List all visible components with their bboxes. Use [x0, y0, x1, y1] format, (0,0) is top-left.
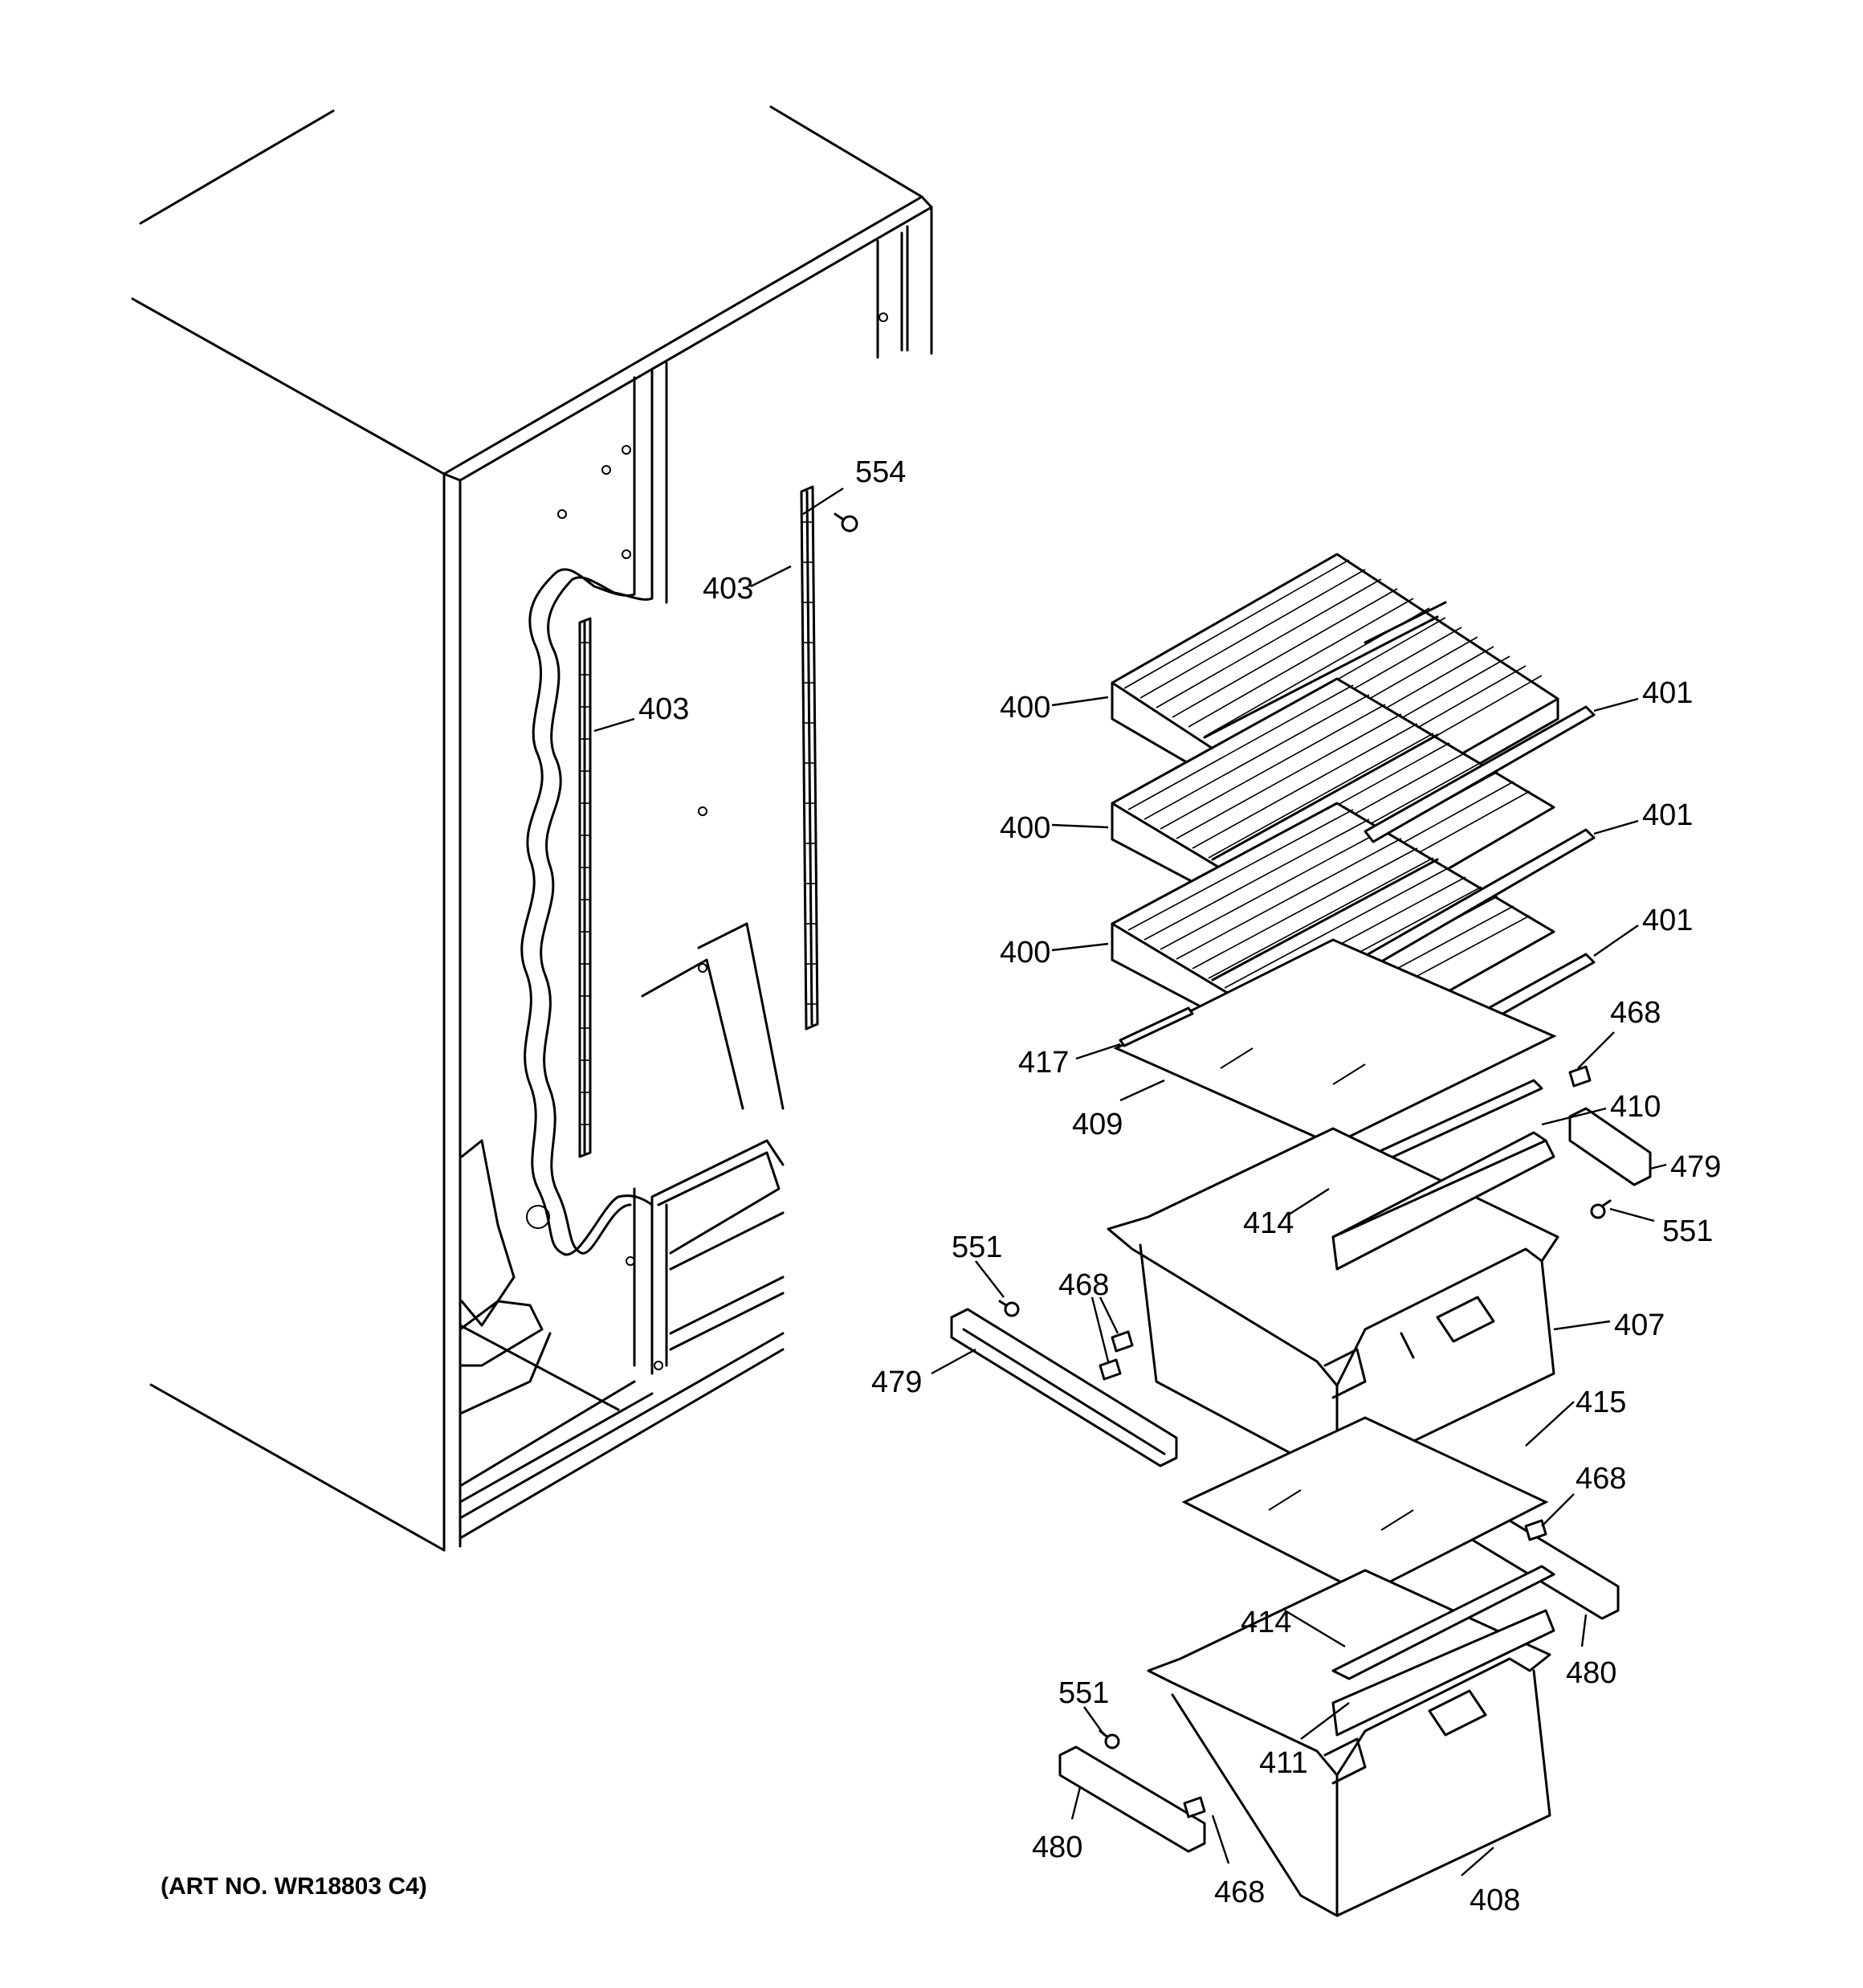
callout-401-middle: 401: [1642, 798, 1693, 832]
callout-400-middle: 400: [1000, 811, 1050, 845]
callout-415: 415: [1576, 1386, 1626, 1419]
stop-468-upper: [1568, 1065, 1592, 1088]
pan-slide-479-left: [950, 1308, 1178, 1468]
callout-414-upper: 414: [1243, 1206, 1294, 1240]
glass-pan-cover-415: [1181, 1416, 1549, 1596]
callout-417: 417: [1018, 1046, 1069, 1080]
callout-409: 409: [1072, 1108, 1123, 1141]
stop-468-bottom: [1183, 1796, 1206, 1819]
leader-lines: [593, 487, 1667, 1876]
callout-480-right: 480: [1566, 1656, 1616, 1690]
screw-551-left: [998, 1300, 1020, 1317]
callout-468-bottom: 468: [1214, 1876, 1265, 1909]
callout-479-left: 479: [871, 1365, 922, 1399]
callout-401-bottom: 401: [1642, 904, 1693, 937]
callout-468-lower-right: 468: [1576, 1462, 1626, 1496]
callout-479-right: 479: [1670, 1150, 1721, 1184]
stop-468-lower-right: [1524, 1519, 1547, 1541]
stop-468-left-pair: [1099, 1330, 1134, 1381]
pan-cover-frame-414-upper: [1331, 1131, 1555, 1271]
art-number: (ART NO. WR18803 C4): [161, 1873, 427, 1900]
pan-slide-479-right: [1568, 1107, 1652, 1186]
pan-divider-411: [1331, 1609, 1555, 1737]
shelf-ladder-rail-right: [800, 485, 819, 1031]
callout-400-top: 400: [1000, 691, 1050, 725]
crisper-pan-408: [1147, 1569, 1551, 1917]
callout-554: 554: [855, 455, 906, 489]
screw-551-upper-right: [1590, 1199, 1612, 1219]
callout-480-left: 480: [1032, 1831, 1082, 1864]
pan-cover-frame-414-lower: [1331, 1565, 1555, 1680]
callout-400-bottom: 400: [1000, 936, 1050, 970]
shelf-ladder-rail-left: [578, 617, 592, 1158]
callout-403-left: 403: [638, 692, 689, 726]
callout-411: 411: [1259, 1746, 1308, 1780]
glass-pan-cover-409: [1113, 938, 1557, 1146]
callout-414-lower: 414: [1241, 1606, 1291, 1639]
refrigerator-cabinet: [131, 105, 933, 1552]
callout-labels: 554 403 403 400 400 400 401 401 401 468 …: [161, 455, 1721, 1917]
callout-468-left: 468: [1058, 1268, 1109, 1302]
shelf-front-trim-top: [1364, 705, 1596, 843]
callout-551-upper-right: 551: [1662, 1214, 1713, 1248]
callout-407: 407: [1614, 1308, 1665, 1342]
callout-401-top: 401: [1642, 676, 1693, 710]
callout-551-left: 551: [952, 1231, 1002, 1264]
pan-slide-480-left: [1058, 1745, 1206, 1853]
callout-551-lower: 551: [1058, 1676, 1109, 1710]
callout-403-right: 403: [703, 572, 753, 606]
screw-554: [834, 512, 858, 533]
callout-408: 408: [1470, 1884, 1520, 1917]
screw-551-lower: [1099, 1729, 1120, 1749]
callout-410: 410: [1610, 1090, 1661, 1124]
callout-468-upper: 468: [1610, 996, 1661, 1030]
glass-support-417: [1119, 1006, 1194, 1047]
